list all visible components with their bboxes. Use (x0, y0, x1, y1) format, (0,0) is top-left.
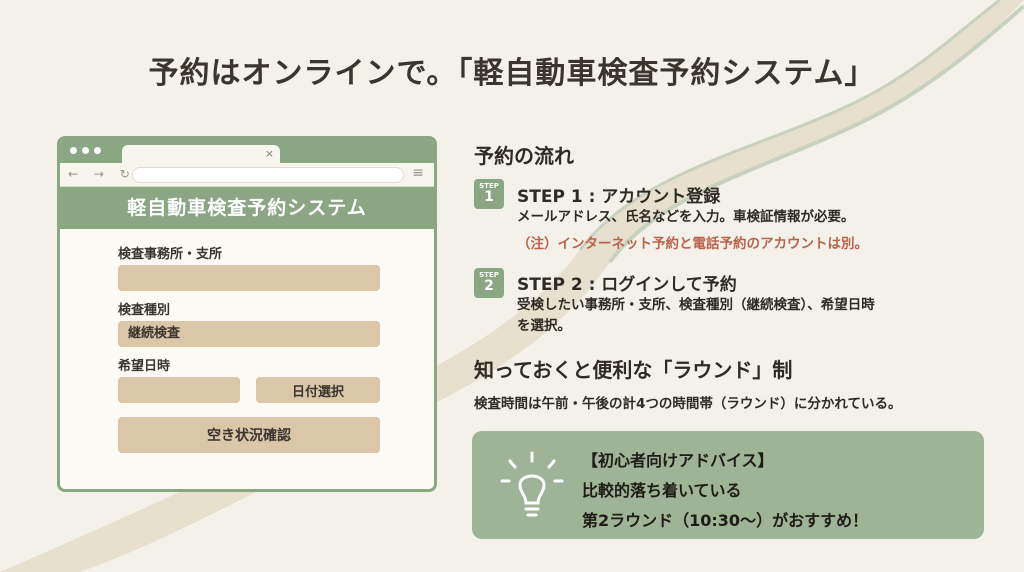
step-2-badge: STEP 2 (474, 268, 504, 298)
window-dot-icon[interactable] (82, 147, 89, 154)
browser-window: × ← → ↻ ≡ 軽自動車検査予約システム 検査事務所・支所 検査種別 継続検… (57, 136, 437, 492)
address-bar: ← → ↻ ≡ (60, 163, 434, 187)
step-1-note: （注）インターネット予約と電話予約のアカウントは別。 (517, 236, 868, 252)
office-label: 検査事務所・支所 (118, 247, 223, 262)
close-icon[interactable]: × (264, 147, 274, 160)
advice-box: 【初心者向けアドバイス】 比較的落ち着いている 第2ラウンド（10:30〜）がお… (472, 431, 984, 539)
step-2-description: 受検したい事務所・支所、検査種別（継続検査）、希望日時 を選択。 (517, 295, 875, 337)
step-1-description: メールアドレス、氏名などを入力。車検証情報が必要。 (517, 209, 855, 225)
advice-line-2: 第2ラウンド（10:30〜）がおすすめ！ (582, 511, 869, 530)
flow-title: 予約の流れ (474, 144, 574, 168)
window-dot-icon[interactable] (94, 147, 101, 154)
inspection-type-label: 検査種別 (118, 303, 171, 318)
app-title: 軽自動車検査予約システム (60, 187, 434, 229)
step-2-description-line1: 受検したい事務所・支所、検査種別（継続検査）、希望日時 (517, 297, 875, 313)
lightbulb-icon (500, 451, 564, 517)
advice-heading: 【初心者向けアドバイス】 (582, 451, 774, 470)
menu-icon[interactable]: ≡ (412, 165, 424, 181)
browser-tab[interactable]: × (122, 145, 280, 163)
browser-tabbar: × (60, 139, 434, 163)
round-description: 検査時間は午前・午後の計4つの時間帯（ラウンド）に分かれている。 (474, 396, 902, 412)
step-1-badge: STEP 1 (474, 179, 504, 209)
office-field[interactable] (118, 265, 380, 291)
round-title: 知っておくと便利な「ラウンド」制 (474, 358, 793, 382)
page-title: 予約はオンラインで。「軽自動車検査予約システム」 (148, 56, 876, 91)
window-dot-icon[interactable] (70, 147, 77, 154)
step-2-description-line2: を選択。 (517, 318, 571, 334)
date-field[interactable] (118, 377, 240, 403)
nav-arrows-icon[interactable]: ← → ↻ (68, 167, 136, 181)
step-2-title: STEP 2 : ログインして予約 (517, 275, 737, 295)
date-select-button[interactable]: 日付選択 (256, 377, 380, 403)
availability-check-button[interactable]: 空き状況確認 (118, 417, 380, 453)
advice-line-1: 比較的落ち着いている (582, 481, 742, 500)
url-input[interactable] (132, 167, 404, 183)
datetime-label: 希望日時 (118, 359, 171, 374)
step-1-title: STEP 1 : アカウント登録 (517, 187, 721, 207)
inspection-type-field[interactable]: 継続検査 (118, 321, 380, 347)
